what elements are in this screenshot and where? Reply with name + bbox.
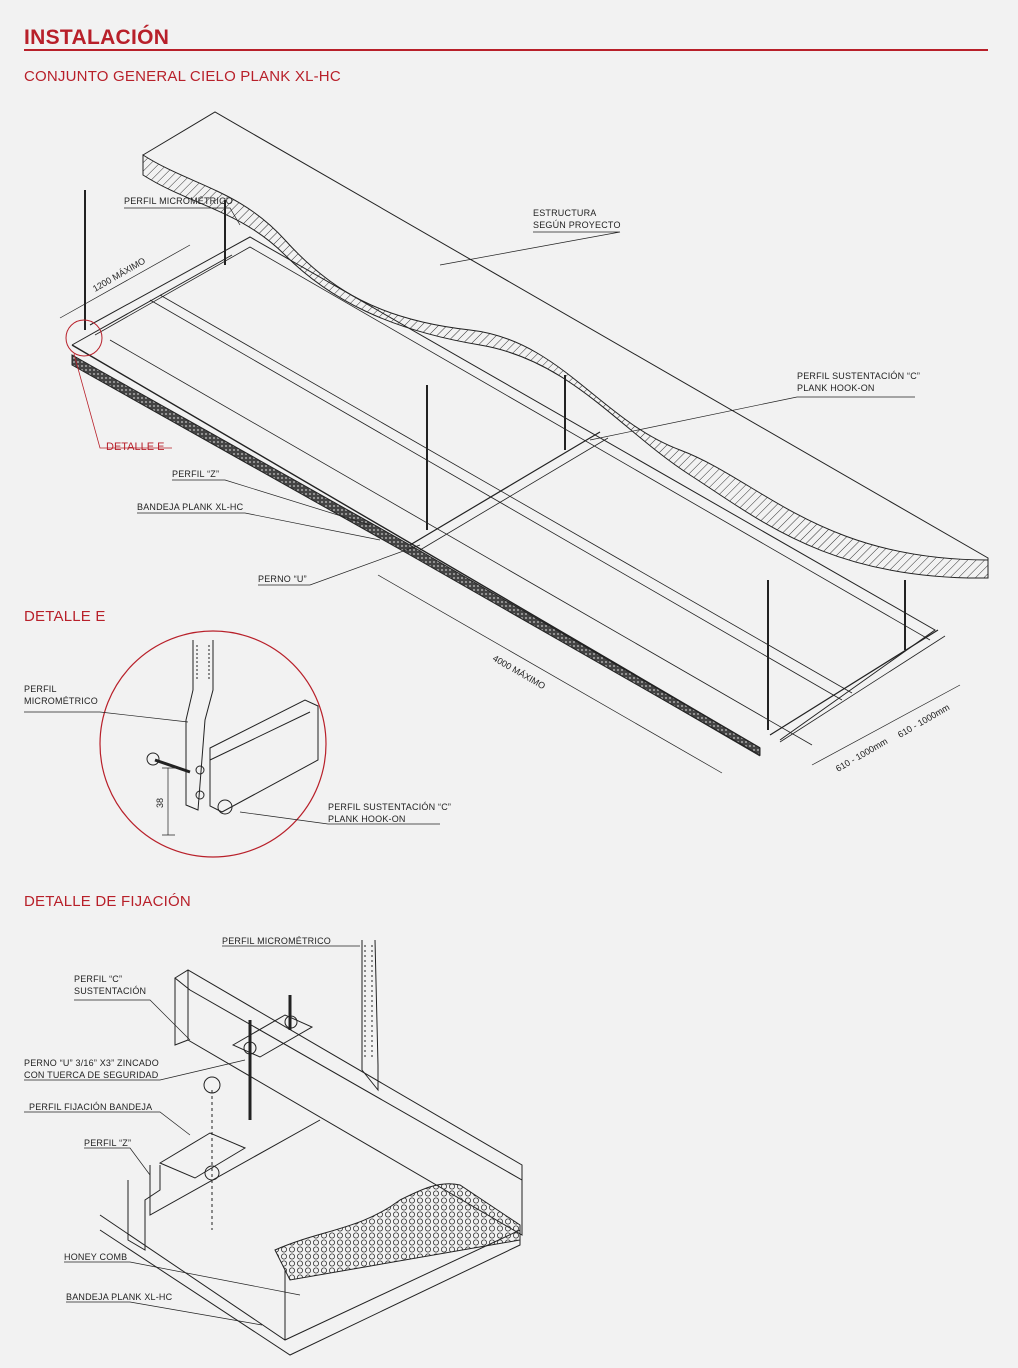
detail-e-marker bbox=[65, 319, 103, 357]
detail-e-circle bbox=[99, 630, 327, 858]
label-perfil-micrometrico: PERFIL MICROMÉTRICO bbox=[124, 196, 233, 206]
c-profile bbox=[209, 699, 319, 813]
label-honey: HONEY COMB bbox=[64, 1252, 127, 1262]
label-estructura-2: SEGÚN PROYECTO bbox=[533, 220, 621, 230]
dim-610-a: 610 - 1000mm bbox=[834, 736, 889, 774]
label-perfil-1: PERFIL bbox=[24, 684, 57, 694]
label-bandeja-fix: BANDEJA PLANK XL-HC bbox=[66, 1292, 173, 1302]
plank-tray bbox=[99, 1214, 521, 1356]
c-support-beam bbox=[174, 969, 523, 1181]
label-perfil-c-2: SUSTENTACIÓN bbox=[74, 986, 146, 996]
tray-underside bbox=[71, 354, 761, 756]
label-perno-1: PERNO “U” 3/16” X3” ZINCADO bbox=[24, 1058, 159, 1068]
grid-left-end bbox=[71, 254, 233, 346]
label-detalle-e: DETALLE E bbox=[106, 441, 165, 453]
dim-38: 38 bbox=[155, 798, 165, 808]
micrometric-profile-fix bbox=[361, 939, 379, 1092]
section-title-fixing: DETALLE DE FIJACIÓN bbox=[24, 893, 191, 910]
label-perfil-z-fix: PERFIL “Z” bbox=[84, 1138, 131, 1148]
label-bandeja: BANDEJA PLANK XL-HC bbox=[137, 502, 244, 512]
bolt bbox=[154, 758, 191, 774]
label-perno-2: CON TUERCA DE SEGURIDAD bbox=[24, 1070, 159, 1080]
honeycomb-panel bbox=[274, 1183, 521, 1281]
z-profile bbox=[127, 1165, 161, 1251]
structure-hatched-edge bbox=[142, 154, 989, 579]
title-rule bbox=[24, 49, 988, 51]
micrometric-profile bbox=[185, 640, 214, 811]
label-sustentacion-1: PERFIL SUSTENTACIÓN “C” bbox=[797, 371, 920, 381]
dim-1200: 1200 MÁXIMO bbox=[91, 256, 147, 294]
dim-610-b: 610 - 1000mm bbox=[896, 702, 951, 740]
dim-4000: 4000 MÁXIMO bbox=[491, 653, 547, 691]
detail-e-labels: PERFIL MICROMÉTRICO PERFIL SUSTENTACIÓN … bbox=[24, 684, 451, 824]
general-labels: PERFIL MICROMÉTRICO ESTRUCTURA SEGÚN PRO… bbox=[91, 196, 951, 774]
tray-fixing-bracket bbox=[158, 1132, 247, 1179]
detail-e-drawing bbox=[24, 630, 440, 858]
label-perno-u: PERNO “U” bbox=[258, 574, 307, 584]
general-assembly-drawing bbox=[59, 111, 989, 774]
label-micrometrico: PERFIL MICROMÉTRICO bbox=[222, 936, 331, 946]
label-sust-2: PLANK HOOK-ON bbox=[328, 814, 406, 824]
label-fijacion: PERFIL FIJACIÓN BANDEJA bbox=[29, 1102, 152, 1112]
ceiling-grid-back-edge bbox=[89, 236, 936, 741]
fixing-detail-drawing bbox=[24, 939, 523, 1356]
label-perfil-c-1: PERFIL “C” bbox=[74, 974, 122, 984]
structure-slab bbox=[142, 111, 989, 578]
label-sustentacion-2: PLANK HOOK-ON bbox=[797, 383, 875, 393]
label-perfil-2: MICROMÉTRICO bbox=[24, 696, 98, 706]
label-sust-1: PERFIL SUSTENTACIÓN “C” bbox=[328, 802, 451, 812]
label-estructura-1: ESTRUCTURA bbox=[533, 208, 597, 218]
section-title-detail-e: DETALLE E bbox=[24, 608, 106, 625]
fixing-labels: PERFIL MICROMÉTRICO PERFIL “C” SUSTENTAC… bbox=[24, 936, 331, 1302]
page-title: INSTALACIÓN bbox=[24, 26, 170, 49]
label-perfil-z: PERFIL “Z” bbox=[172, 469, 219, 479]
section-title-general: CONJUNTO GENERAL CIELO PLANK XL-HC bbox=[24, 68, 341, 85]
